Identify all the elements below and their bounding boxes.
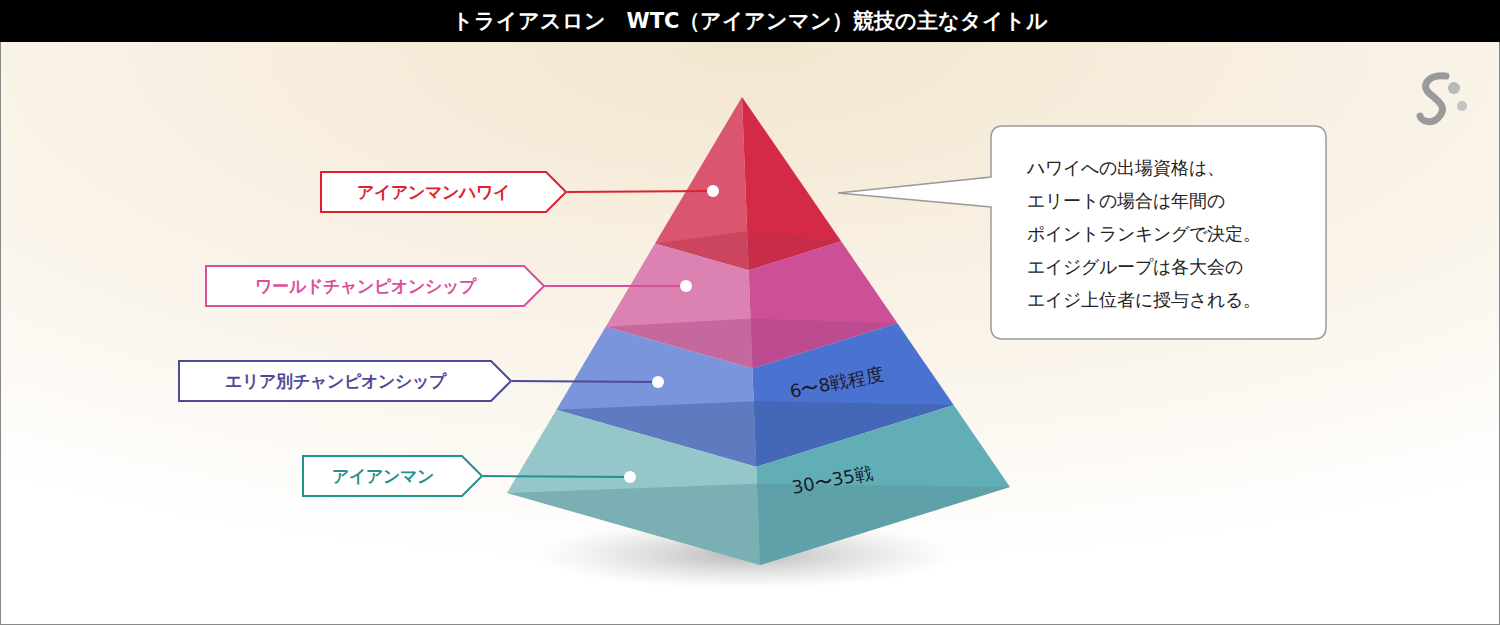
leader-line bbox=[567, 191, 713, 192]
title: トライアスロン WTC（アイアンマン）競技の主なタイトル bbox=[0, 0, 1500, 42]
tag-text: アイアンマン bbox=[332, 465, 454, 488]
leader-dot bbox=[707, 185, 719, 197]
pyramid bbox=[507, 97, 1010, 565]
ground bbox=[0, 42, 1500, 625]
leader-line bbox=[483, 476, 630, 477]
logo-dot bbox=[1457, 101, 1467, 111]
leader-dot bbox=[652, 376, 664, 388]
callout-box: ハワイへの出場資格は、 エリートの場合は年間の ポイントランキングで決定。 エイ… bbox=[990, 125, 1327, 340]
leader-dot bbox=[624, 471, 636, 483]
title-tag: ワールドチャンピオンシップ bbox=[205, 265, 545, 307]
tag-text: エリア別チャンピオンシップ bbox=[225, 370, 466, 393]
title-bar bbox=[0, 0, 1500, 42]
callout-text: ハワイへの出場資格は、 エリートの場合は年間の ポイントランキングで決定。 エイ… bbox=[990, 125, 1307, 316]
tag-outline bbox=[179, 361, 511, 401]
tag-text: アイアンマンハワイ bbox=[357, 181, 530, 204]
logo-dot bbox=[1448, 82, 1460, 94]
leader-lines bbox=[483, 185, 719, 483]
title-tag: エリア別チャンピオンシップ bbox=[178, 360, 512, 402]
title-tag: アイアンマンハワイ bbox=[320, 171, 567, 213]
tag-text: ワールドチャンピオンシップ bbox=[255, 275, 496, 298]
logo-stroke bbox=[1420, 76, 1446, 122]
leader-line bbox=[512, 381, 658, 382]
count-label: 6〜8戦程度 bbox=[788, 362, 886, 404]
tag-outline bbox=[303, 456, 482, 496]
title-tag: アイアンマン bbox=[302, 455, 483, 497]
tag-outline bbox=[321, 172, 566, 212]
logo-mark bbox=[1420, 76, 1467, 122]
callout-outline bbox=[838, 126, 1326, 339]
tag-outline bbox=[206, 266, 544, 306]
pyramid-inner-slab bbox=[507, 484, 1010, 565]
count-label: 30〜35戦 bbox=[790, 461, 875, 500]
leader-line bbox=[545, 285, 686, 287]
leader-dot bbox=[680, 280, 692, 292]
